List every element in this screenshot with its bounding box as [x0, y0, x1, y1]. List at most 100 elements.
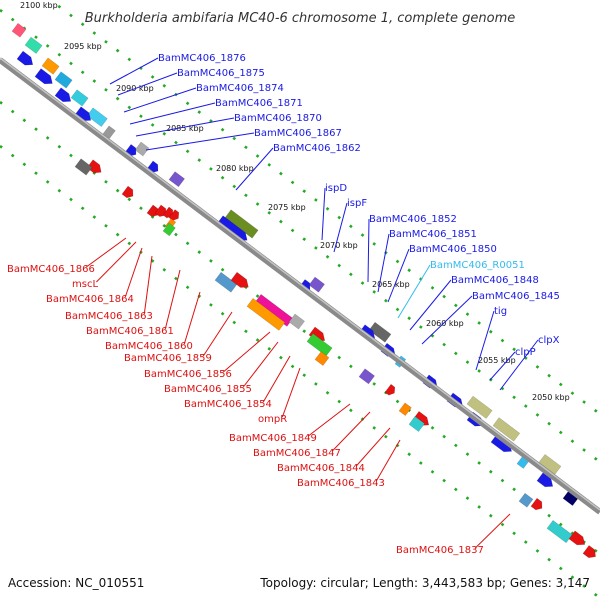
leader-line — [164, 269, 181, 330]
leader-line — [222, 331, 271, 373]
leader-line — [421, 295, 473, 345]
gene-labels: BamMC406_1876BamMC406_1875BamMC406_1874B… — [7, 53, 560, 556]
leader-line — [143, 255, 153, 315]
kbp-tick-label: 2055 kbp — [478, 356, 516, 365]
gene-block — [368, 321, 392, 343]
gene-box — [134, 141, 150, 157]
gene-box — [214, 271, 238, 293]
gene-box — [398, 402, 412, 416]
gene-label: BamMC406_1855 — [164, 384, 252, 395]
chromosome-backbone-highlight — [0, 57, 600, 511]
gene-arrow — [121, 185, 134, 199]
leader-line — [124, 247, 143, 298]
gene-arrow — [146, 204, 159, 217]
leader-line — [235, 147, 274, 191]
kbp-tick-label: 2085 kbp — [166, 124, 204, 133]
gene-label: BamMC406_1847 — [253, 448, 341, 459]
gene-block — [24, 36, 43, 54]
leader-line — [475, 310, 495, 371]
kbp-tick-label: 2095 kbp — [64, 42, 102, 51]
gene-box — [492, 417, 521, 442]
gene-box — [306, 333, 333, 357]
gene-label: BamMC406_1856 — [144, 369, 232, 380]
gene-block — [398, 402, 412, 416]
dotted-guide-2 — [0, 8, 600, 464]
gene-block — [530, 497, 543, 511]
gene-box — [86, 107, 108, 127]
gene-block — [582, 545, 596, 559]
kbp-tick-label: 2065 kbp — [372, 280, 410, 289]
gene-box — [466, 395, 493, 419]
gene-block — [306, 333, 333, 357]
gene-label: ispD — [325, 183, 347, 194]
gene-label: BamMC406_1854 — [184, 399, 272, 410]
gene-label: BamMC406_R0051 — [430, 260, 525, 271]
gene-label: BamMC406_1859 — [124, 353, 212, 364]
gene-box — [11, 22, 27, 38]
leader-line — [321, 187, 326, 241]
gene-label: BamMC406_1850 — [409, 244, 497, 255]
gene-arrow — [168, 209, 180, 221]
gene-box — [54, 71, 73, 89]
gene-block — [314, 351, 330, 366]
gene-block — [54, 87, 72, 102]
leader-line — [262, 355, 291, 403]
gene-box — [314, 351, 330, 366]
gene-arrow — [568, 530, 586, 546]
map-title: Burkholderia ambifaria MC40-6 chromosome… — [85, 11, 515, 26]
leader-line — [202, 311, 233, 357]
gene-label: BamMC406_1851 — [389, 229, 477, 240]
leader-line — [96, 241, 137, 283]
leader-line — [474, 513, 511, 549]
gene-block — [384, 383, 396, 396]
gene-block — [11, 22, 27, 38]
gene-block — [408, 416, 425, 432]
leader-line — [333, 202, 348, 253]
gene-box — [518, 492, 534, 508]
gene-block — [568, 530, 586, 546]
leader-line — [281, 367, 301, 418]
gene-arrow — [582, 545, 596, 559]
chromosome-backbone — [0, 57, 600, 515]
gene-box — [546, 519, 573, 544]
gene-label: BamMC406_1867 — [254, 128, 342, 139]
kbp-tick-label: 2050 kbp — [532, 393, 570, 402]
gene-arrow — [16, 50, 34, 66]
leader-line — [242, 341, 279, 388]
kbp-tick-label: 2070 kbp — [320, 241, 358, 250]
gene-label: BamMC406_1849 — [229, 433, 317, 444]
gene-block — [146, 204, 159, 217]
gene-block — [16, 50, 34, 66]
gene-block — [74, 158, 93, 176]
kbp-tick-label: 2100 kbp — [20, 1, 58, 10]
kbp-tick-label: 2075 kbp — [268, 203, 306, 212]
leader-line — [377, 233, 390, 293]
leader-line — [123, 87, 197, 113]
leader-line — [331, 411, 371, 452]
gene-label: BamMC406_1861 — [86, 326, 174, 337]
gene-label: BamMC406_1860 — [105, 341, 193, 352]
gene-block — [466, 395, 493, 419]
gene-block — [230, 271, 249, 288]
gene-box — [74, 158, 93, 176]
gene-block — [518, 492, 534, 508]
gene-block — [54, 71, 73, 89]
leader-line — [86, 237, 127, 268]
leader-line — [109, 57, 159, 85]
gene-label: BamMC406_1864 — [46, 294, 134, 305]
gene-block — [288, 313, 305, 330]
gene-label: BamMC406_1871 — [215, 98, 303, 109]
gene-box — [368, 321, 392, 343]
gene-block — [86, 107, 108, 127]
gene-label: tig — [494, 306, 507, 317]
gene-label: BamMC406_1862 — [273, 143, 361, 154]
gene-block — [168, 171, 185, 188]
leader-line — [145, 132, 255, 151]
genome-summary: Topology: circular; Length: 3,443,583 bp… — [259, 576, 590, 590]
gene-label: clpP — [515, 347, 536, 358]
gene-box — [70, 89, 89, 107]
gene-label: ompR — [258, 414, 287, 425]
gene-box — [408, 416, 425, 432]
